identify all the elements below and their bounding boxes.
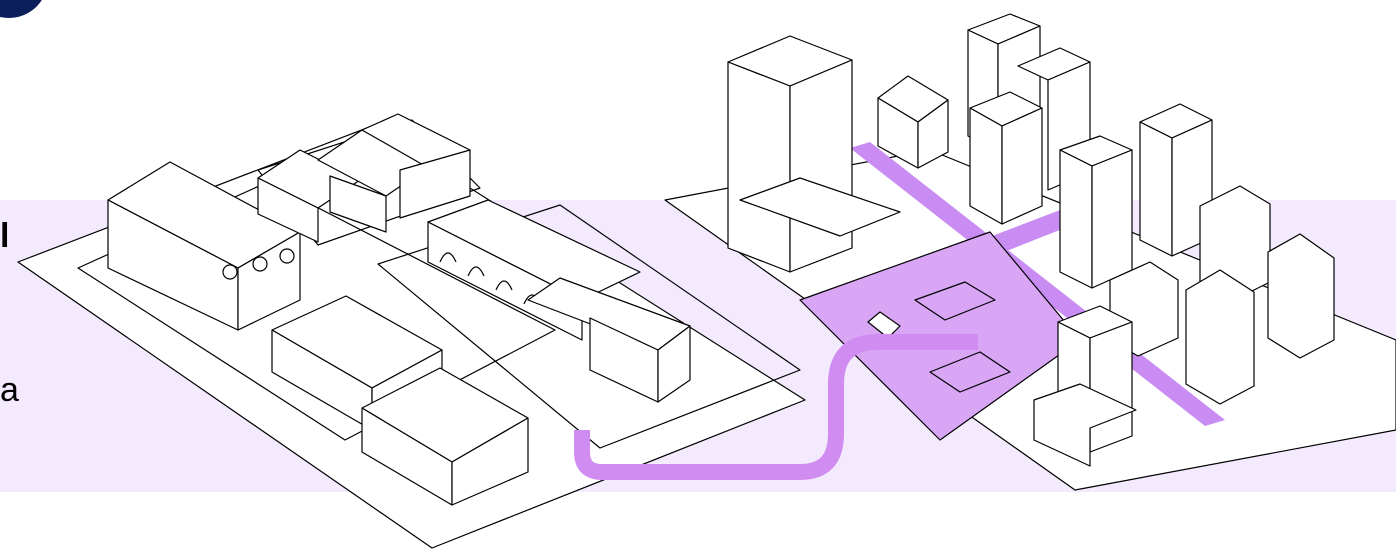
tower-9-front: [1186, 270, 1254, 404]
tower-8-front: [1268, 234, 1334, 358]
high-rise-precinct: [665, 14, 1396, 490]
low-rise-neighbourhood: [18, 114, 805, 548]
tower-5-side: [1092, 150, 1132, 288]
tower-4-side: [1002, 108, 1042, 224]
tower-5-front: [1060, 150, 1092, 288]
tower-4-front: [970, 108, 1002, 224]
warehouse-window-2: [253, 257, 267, 271]
tower-1-front: [728, 62, 790, 272]
warehouse-window-1: [223, 265, 237, 279]
tower-11-side: [1090, 322, 1132, 452]
tower-1-side: [790, 60, 852, 272]
tower-6-front: [1140, 122, 1172, 256]
warehouse-window-3: [280, 249, 294, 263]
